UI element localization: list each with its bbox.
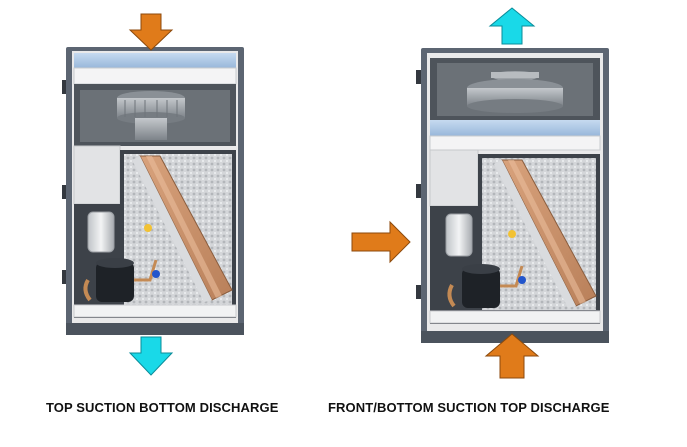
compressor [96, 258, 134, 302]
plenum-panel [73, 67, 237, 85]
valve [144, 224, 152, 232]
drain-pan [73, 304, 237, 318]
hinge [62, 80, 67, 94]
hinge [416, 184, 421, 198]
valve [508, 230, 516, 238]
unit-top-suction [62, 47, 244, 335]
receiver-tank [87, 211, 115, 253]
piping [83, 278, 92, 302]
blower-fan [467, 71, 563, 113]
hinge [416, 285, 421, 299]
plenum-panel [429, 135, 601, 151]
valve [152, 270, 160, 278]
air-filter [430, 120, 600, 136]
arrow-intake-bottom [484, 333, 540, 379]
valve [518, 276, 526, 284]
control-box [429, 149, 479, 207]
hinge [416, 70, 421, 84]
arrow-discharge-top [488, 7, 536, 45]
blower-fan [117, 91, 185, 140]
hinge [62, 185, 67, 199]
hinge [62, 270, 67, 284]
air-filter [74, 53, 236, 68]
cabinet-base [66, 323, 244, 335]
piping [447, 284, 456, 308]
caption-top-suction-bottom-discharge: TOP SUCTION BOTTOM DISCHARGE [46, 400, 279, 415]
caption-front-bottom-suction-top-discharge: FRONT/BOTTOM SUCTION TOP DISCHARGE [328, 400, 610, 415]
unit-front-suction [416, 48, 609, 343]
arrow-intake-front [351, 220, 411, 264]
drain-pan [429, 310, 601, 324]
compressor [462, 264, 500, 308]
control-box [73, 145, 121, 205]
arrow-discharge-bottom [128, 336, 174, 376]
receiver-tank [445, 213, 473, 257]
arrow-intake-top [128, 13, 174, 51]
